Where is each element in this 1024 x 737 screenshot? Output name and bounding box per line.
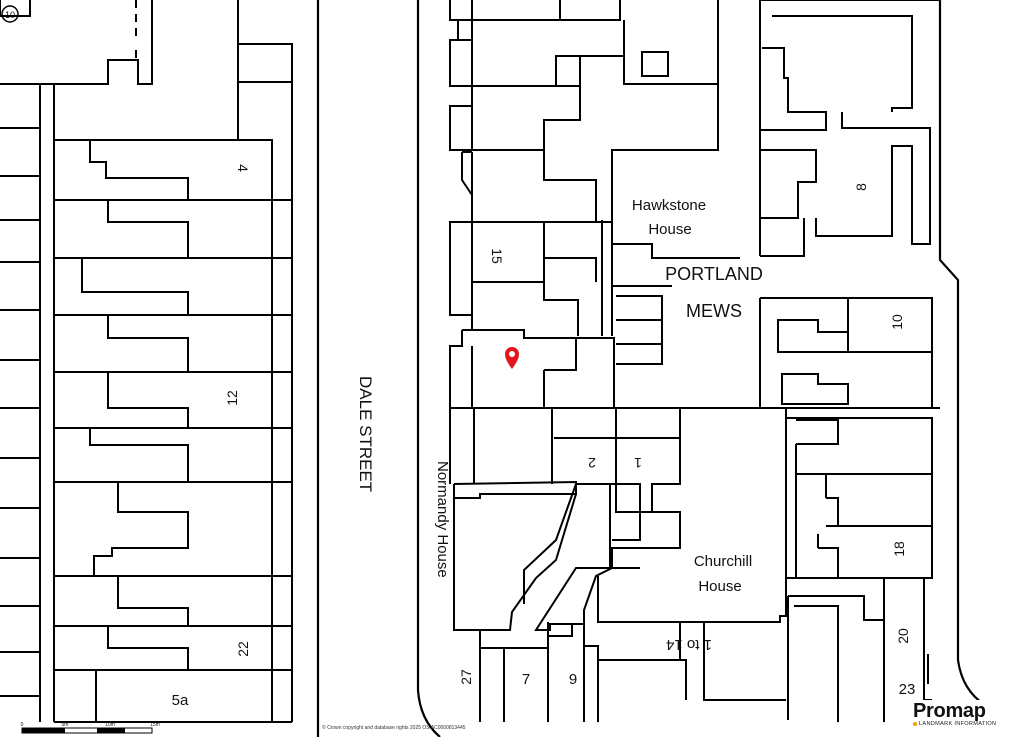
plot-number-2: 2	[588, 455, 596, 471]
plot-number-23: 23	[899, 681, 916, 698]
scale-label-15m: 15m	[150, 722, 160, 728]
portland-label: PORTLAND	[665, 264, 763, 284]
hawkstone-house-label-1: Hawkstone	[632, 197, 706, 214]
normandy-house-label: Normandy House	[434, 461, 451, 578]
promap-logo-text: Promap	[913, 700, 986, 722]
plot-number-18: 18	[891, 541, 907, 557]
plot-number-1: 1	[634, 455, 642, 471]
scale-label-10m: 10m	[105, 722, 115, 728]
plot-number-9: 9	[569, 671, 577, 688]
promap-tagline: LANDMARK INFORMATION	[913, 721, 996, 727]
plot-number-7: 7	[522, 671, 530, 688]
copyright-notice: © Crown copyright and database rights 20…	[322, 725, 466, 731]
plot-number-5a: 5a	[172, 692, 189, 709]
churchill-house-label-2: House	[698, 578, 741, 595]
promap-tagline-text: LANDMARK INFORMATION	[919, 721, 997, 727]
dale-street-label: DALE STREET	[356, 376, 375, 492]
one-to-fourteen-label: 1 to 14	[666, 636, 712, 653]
hawkstone-house-label-2: House	[648, 221, 691, 238]
scale-bar: 0 5m 10m 15m	[21, 722, 160, 734]
plot-number-8: 8	[853, 183, 869, 191]
plot-number-15: 15	[489, 248, 505, 264]
plot-number-12: 12	[224, 390, 240, 406]
left-terrace-buildings	[0, 0, 293, 723]
promap-logo: Promap LANDMARK INFORMATION	[913, 700, 1021, 734]
scale-label-0: 0	[21, 722, 24, 728]
plot-number-10: 10	[889, 314, 905, 330]
right-block-buildings	[759, 0, 940, 722]
plot-number-22: 22	[235, 641, 251, 657]
map-pin-icon	[505, 347, 519, 369]
logo-dot-icon	[913, 721, 917, 726]
scale-label-5m: 5m	[62, 722, 69, 728]
corner-circle-text: 10	[5, 10, 15, 20]
churchill-house-label-1: Churchill	[694, 553, 752, 570]
plot-number-27: 27	[458, 669, 474, 685]
plot-number-4: 4	[235, 164, 251, 172]
plot-number-20: 20	[895, 628, 911, 644]
mews-label: MEWS	[686, 301, 742, 321]
corner-circle-mark: 10	[1, 5, 19, 23]
